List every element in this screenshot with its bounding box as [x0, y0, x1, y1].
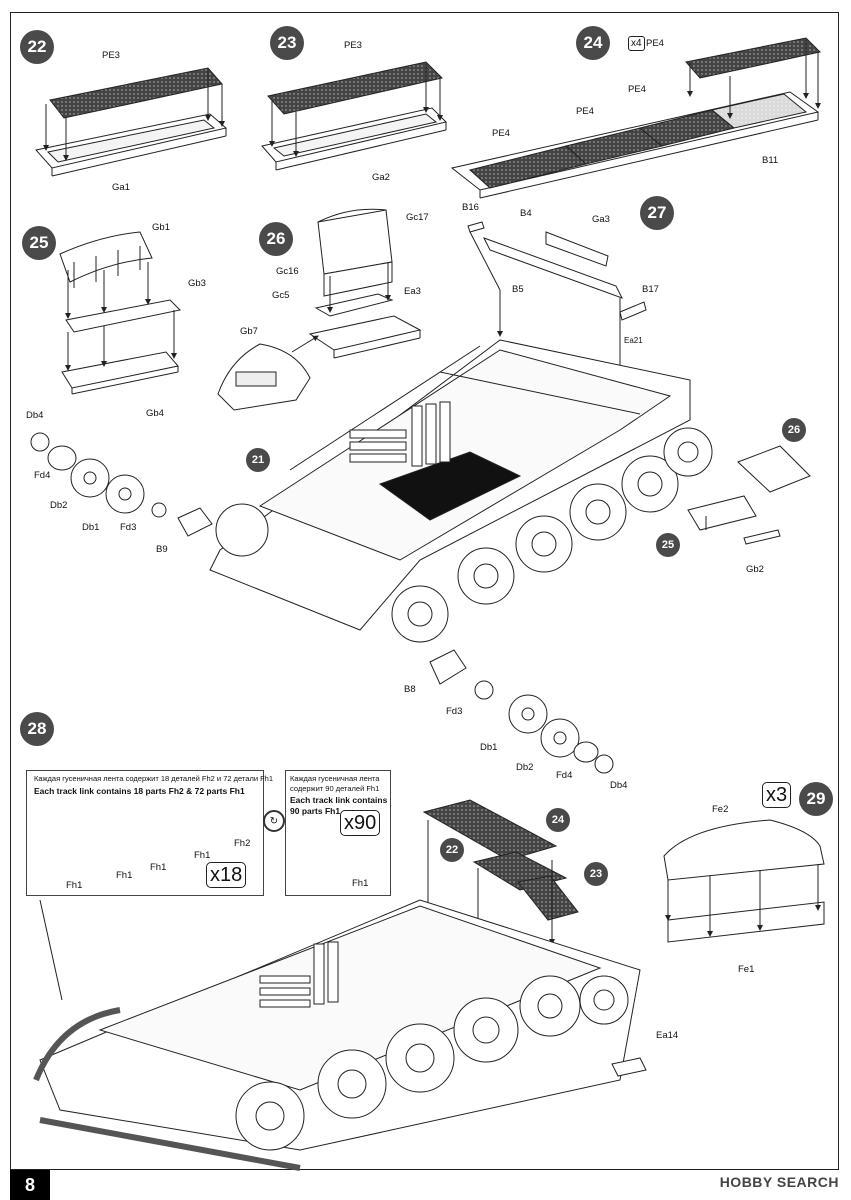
track-note-90-en-2: 90 parts Fh1 [290, 806, 341, 816]
step-28-badge: 28 [20, 712, 54, 746]
part-label-fd3: Fd3 [446, 706, 463, 717]
step-27-badge: 27 [640, 196, 674, 230]
step28-mesh-panels [422, 799, 579, 945]
ref-step-21: 21 [246, 448, 270, 472]
qty-x3: x3 [762, 782, 792, 808]
part-label-ga1: Ga1 [112, 182, 130, 193]
part-label-b11: B11 [762, 155, 779, 166]
part-label-ea21: Ea21 [624, 336, 643, 345]
part-label-gc16: Gc16 [276, 266, 299, 277]
track-note-90-en-1: Each track link contains [290, 795, 388, 805]
part-label-fe2: Fe2 [712, 804, 729, 815]
ref-step-24: 24 [546, 808, 570, 832]
step22-drawing [35, 67, 228, 177]
part-label-gb7: Gb7 [240, 326, 258, 337]
part-label-pe4: PE4 [628, 84, 646, 95]
part-label-gb4: Gb4 [146, 408, 164, 419]
right-wheel-exploded [429, 649, 614, 774]
part-label-fh1: Fh1 [352, 878, 369, 889]
track-note-18-en: Each track link contains 18 parts Fh2 & … [34, 786, 245, 796]
part-label-fh2: Fh2 [234, 838, 251, 849]
part-label-fe1: Fe1 [738, 964, 755, 975]
part-label-ea3: Ea3 [404, 286, 421, 297]
watermark: HOBBY SEARCH [719, 1174, 839, 1190]
part-label-db1: Db1 [82, 522, 100, 533]
qty-x18: x18 [206, 862, 247, 888]
ref-step-25: 25 [656, 533, 680, 557]
part-label-fd4: Fd4 [34, 470, 51, 481]
part-label-db4: Db4 [610, 780, 628, 791]
part-label-b9: B9 [156, 544, 168, 555]
part-label-pe3: PE3 [344, 40, 362, 51]
ref-step-23: 23 [584, 862, 608, 886]
part-label-pe4: PE4 [576, 106, 594, 117]
part-label-fh1: Fh1 [194, 850, 211, 861]
part-label-gc5: Gc5 [272, 290, 290, 301]
part-label-db2: Db2 [516, 762, 534, 773]
part-label-ga3: Ga3 [592, 214, 610, 225]
rotate-icon: ↻ [263, 810, 285, 832]
step27-parts [467, 221, 647, 401]
part-label-fh1: Fh1 [150, 862, 167, 873]
part-label-fh1: Fh1 [116, 870, 133, 881]
step-25-badge: 25 [22, 226, 56, 260]
step24-drawing [450, 37, 822, 199]
part-label-pe4: PE4 [646, 38, 664, 49]
part-label-db1: Db1 [480, 742, 498, 753]
step23-drawing [261, 61, 447, 171]
track-note-90-ru-1: Каждая гусеничная лента [290, 774, 380, 783]
part-label-gb2: Gb2 [746, 564, 764, 575]
part-label-db4: Db4 [26, 410, 44, 421]
step29-drawing [663, 819, 825, 943]
step-29-badge: 29 [799, 782, 833, 816]
part-label-fh1: Fh1 [66, 880, 83, 891]
step-23-badge: 23 [270, 26, 304, 60]
part-label-gc17: Gc17 [406, 212, 429, 223]
part-label-pe3: PE3 [102, 50, 120, 61]
track-note-90-ru-2: содержит 90 деталей Fh1 [290, 784, 380, 793]
part-label-pe4: PE4 [492, 128, 510, 139]
assembled-hull-drawing [33, 899, 647, 1171]
step25-drawing [59, 231, 182, 395]
track-note-18-ru: Каждая гусеничная лента содержит 18 дета… [34, 774, 274, 783]
part-label-gb1: Gb1 [152, 222, 170, 233]
part-label-b5: B5 [512, 284, 524, 295]
part-label-gb3: Gb3 [188, 278, 206, 289]
part-label-b4: B4 [520, 208, 532, 219]
part-label-ea14: Ea14 [656, 1030, 679, 1041]
step-26-badge: 26 [259, 222, 293, 256]
main-hull-drawing [209, 339, 811, 643]
page-border [10, 12, 839, 1170]
ref-step-22: 22 [440, 838, 464, 862]
step26-drawing [217, 208, 422, 411]
part-label-ga2: Ga2 [372, 172, 390, 183]
qty-x90: x90 [340, 810, 381, 836]
ref-step-26: 26 [782, 418, 806, 442]
left-wheel-exploded [30, 432, 213, 537]
part-label-b17: B17 [642, 284, 659, 295]
part-label-b8: B8 [404, 684, 416, 695]
step-22-badge: 22 [20, 30, 54, 64]
qty-x4: x4 [628, 36, 645, 51]
part-label-db2: Db2 [50, 500, 68, 511]
part-label-fd4: Fd4 [556, 770, 573, 781]
page-number: 8 [10, 1170, 50, 1200]
part-label-b16: B16 [462, 202, 479, 213]
part-label-fd3: Fd3 [120, 522, 137, 533]
step-24-badge: 24 [576, 26, 610, 60]
